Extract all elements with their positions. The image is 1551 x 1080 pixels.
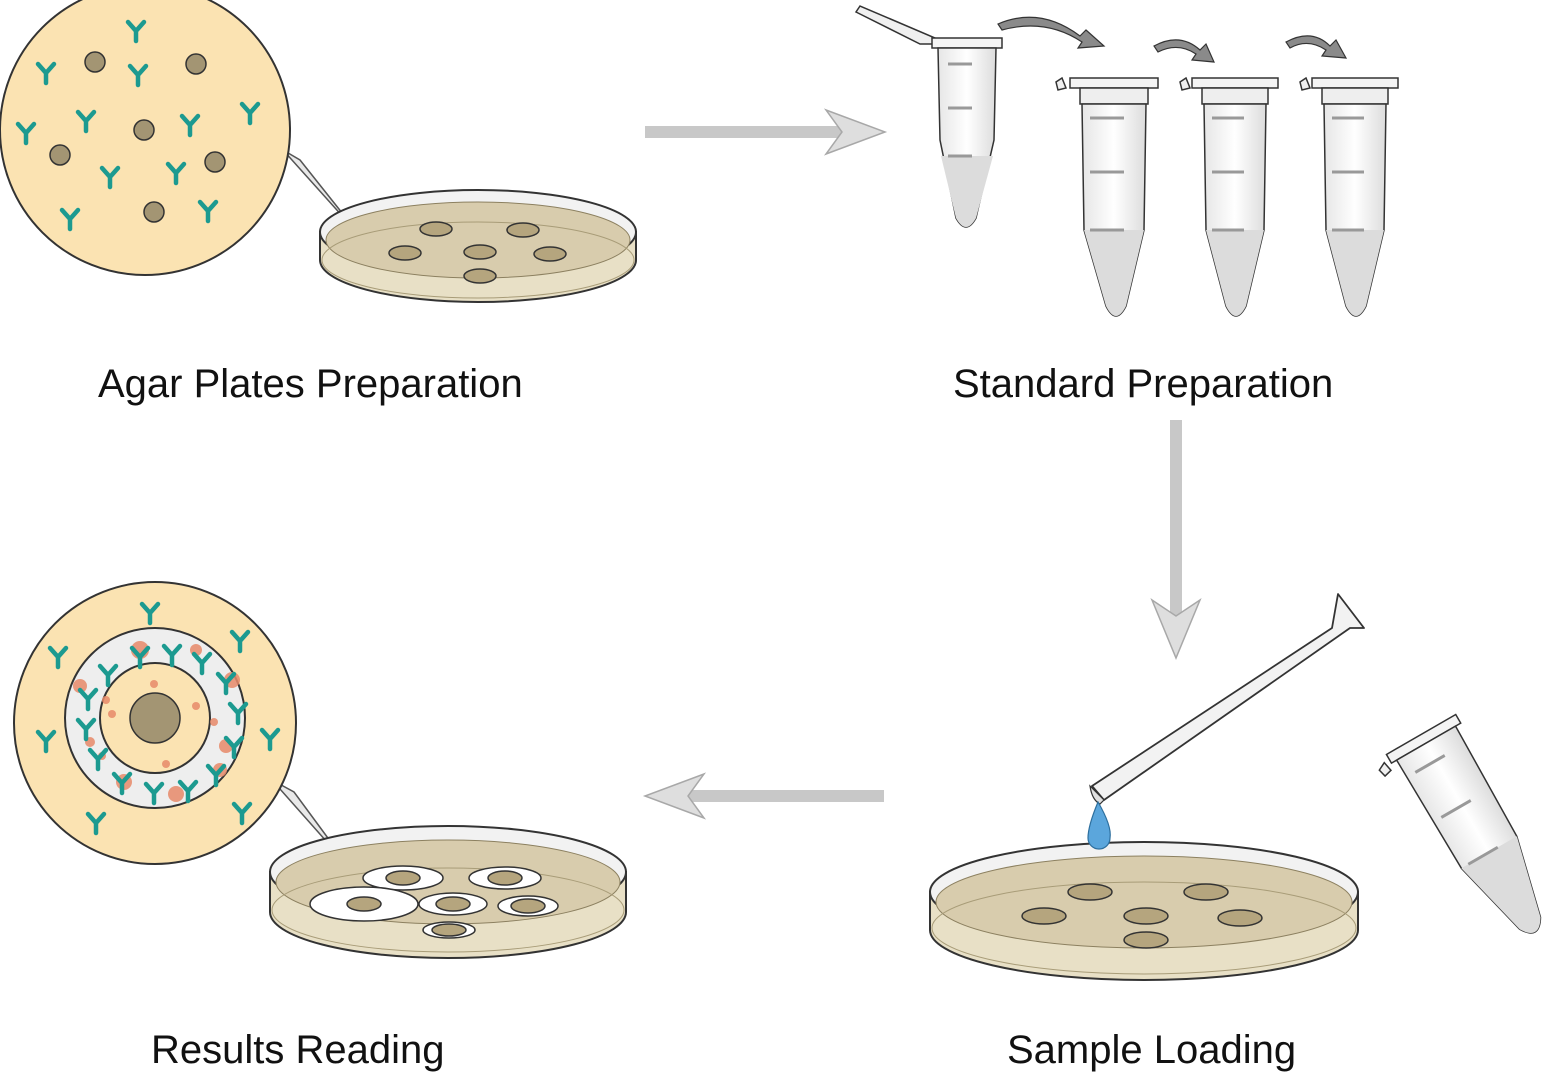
sample-loading-step bbox=[929, 593, 1542, 981]
tube-tilted bbox=[1378, 713, 1542, 934]
agar-plates-step bbox=[0, 0, 637, 303]
tube-stock bbox=[854, 5, 1003, 228]
step-label-standard: Standard Preparation bbox=[953, 362, 1334, 406]
sample-wells bbox=[1021, 883, 1263, 949]
result-wells bbox=[346, 870, 546, 937]
petri-dish-sample bbox=[929, 841, 1359, 981]
pipette bbox=[1089, 593, 1365, 805]
standard-step bbox=[854, 5, 1399, 317]
tube-standard-1 bbox=[1055, 76, 1159, 317]
results-zoom-circle bbox=[13, 581, 297, 865]
step-label-sample-loading: Sample Loading bbox=[1007, 1028, 1297, 1072]
tube-standard-3 bbox=[1299, 76, 1399, 317]
flow-arrow-down bbox=[1150, 420, 1202, 660]
tube-standard-2 bbox=[1179, 76, 1279, 317]
flow-arrow-right bbox=[645, 108, 888, 156]
petri-dish-agar bbox=[319, 189, 637, 303]
gel-wells bbox=[49, 51, 226, 223]
agar-zoom-circle bbox=[0, 0, 291, 276]
sample-drop bbox=[1087, 800, 1111, 850]
step-label-agar-plates: Agar Plates Preparation bbox=[98, 362, 523, 406]
results-step bbox=[13, 581, 627, 959]
petri-dish-results bbox=[269, 825, 627, 959]
agar-wells bbox=[388, 221, 567, 284]
flow-arrow-left bbox=[642, 772, 884, 820]
transfer-arrows bbox=[997, 16, 1348, 63]
step-label-results-reading: Results Reading bbox=[151, 1028, 445, 1072]
